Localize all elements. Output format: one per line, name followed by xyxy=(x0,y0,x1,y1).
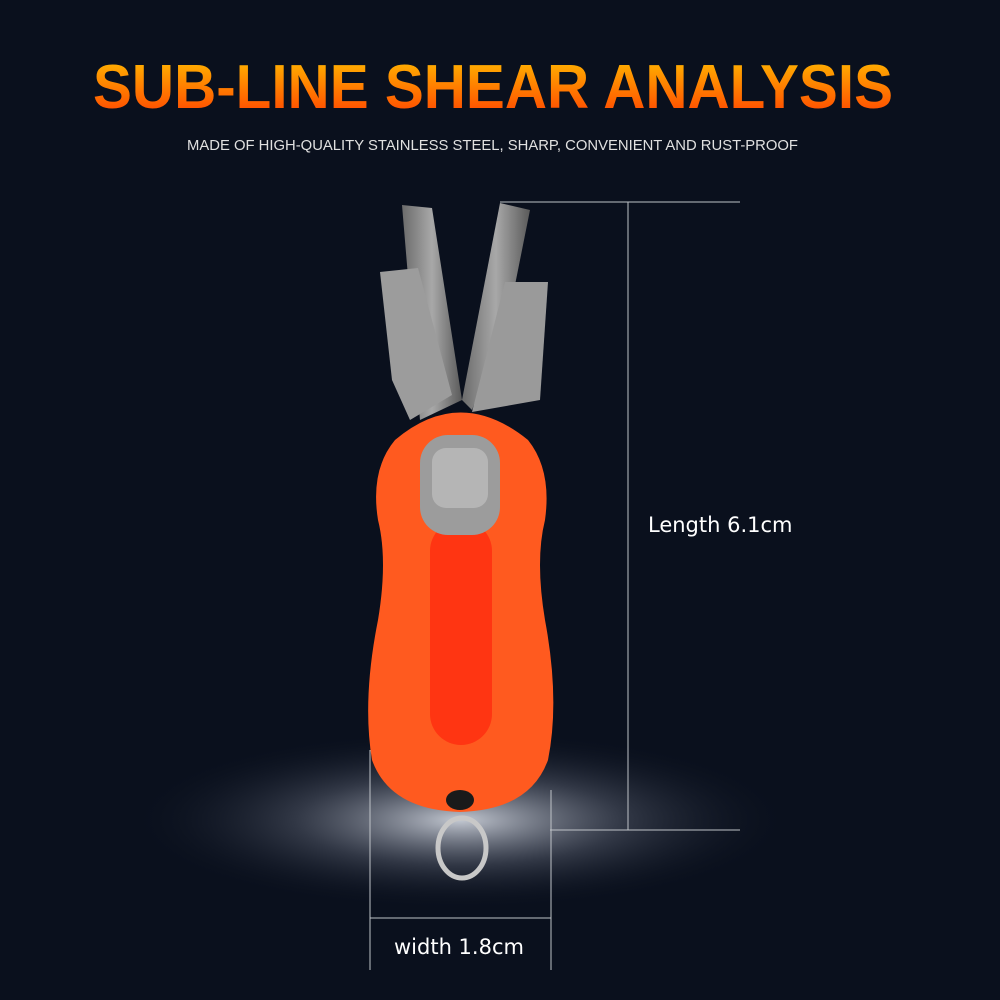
keyring xyxy=(435,815,489,881)
length-dimension xyxy=(500,201,740,831)
length-label: Length 6.1cm xyxy=(648,513,793,537)
orange-handle xyxy=(368,412,554,812)
width-dimension xyxy=(369,750,552,970)
width-label: width 1.8cm xyxy=(394,935,524,959)
page-subtitle: MADE OF HIGH-QUALITY STAINLESS STEEL, SH… xyxy=(187,137,798,154)
scissor-blades xyxy=(380,203,548,420)
page-title: SUB-LINE SHEAR ANALYSIS xyxy=(93,53,893,122)
